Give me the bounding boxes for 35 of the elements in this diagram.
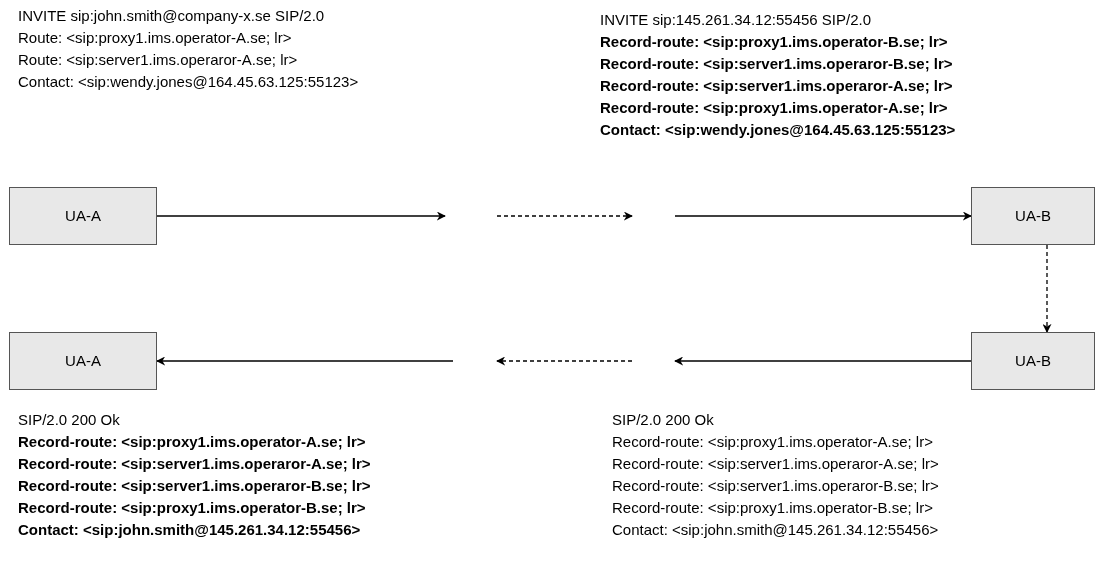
sip-header-line: Contact: <sip:wendy.jones@164.45.63.125:55123> [18, 72, 359, 92]
process-box [9, 187, 157, 245]
sip-header-line: Record-route: <sip:server1.ims.operaror-B.se; lr> [612, 476, 939, 496]
sip-header-line: Record-route: <sip:server1.ims.operaror-B.se; lr> [600, 54, 953, 74]
arrow [156, 211, 446, 221]
node-label: UA-B [1015, 205, 1051, 226]
sip-header-line: Contact: <sip:john.smith@145.261.34.12:55456> [18, 520, 361, 540]
process-box [9, 332, 157, 390]
sip-header-line: Contact: <sip:wendy.jones@164.45.63.125:55123> [600, 120, 956, 140]
sip-header-line: Contact: <sip:john.smith@145.261.34.12:55456> [612, 520, 939, 540]
node-label: UA-A [65, 350, 101, 371]
sip-header-line: SIP/2.0 200 Ok [18, 410, 120, 430]
arrow [674, 356, 972, 366]
sip-header-line: Record-route: <sip:server1.ims.operaror-A.se; lr> [18, 454, 371, 474]
arrow [156, 356, 454, 366]
sip-header-line: SIP/2.0 200 Ok [612, 410, 714, 430]
process-box [971, 332, 1095, 390]
process-box [971, 187, 1095, 245]
sip-header-line: Record-route: <sip:server1.ims.operaror-B.se; lr> [18, 476, 371, 496]
sip-header-line: INVITE sip:145.261.34.12:55456 SIP/2.0 [600, 10, 872, 30]
sip-header-line: Record-route: <sip:server1.ims.operaror-A.se; lr> [600, 76, 953, 96]
node-label: UA-B [1015, 350, 1051, 371]
sip-header-line: Record-route: <sip:server1.ims.operaror-A.se; lr> [612, 454, 939, 474]
sip-header-line: Record-route: <sip:proxy1.ims.operator-B.se; lr> [600, 32, 948, 52]
sip-header-line: Record-route: <sip:proxy1.ims.operator-B.se; lr> [612, 498, 933, 518]
sip-header-line: Route: <sip:server1.ims.operaror-A.se; lr> [18, 50, 298, 70]
sip-header-line: Route: <sip:proxy1.ims.operator-A.se; lr> [18, 28, 292, 48]
sip-header-line: Record-route: <sip:proxy1.ims.operator-B.se; lr> [18, 498, 366, 518]
sip-header-line: Record-route: <sip:proxy1.ims.operator-A.se; lr> [612, 432, 933, 452]
arrow [674, 211, 972, 221]
sip-header-line: Record-route: <sip:proxy1.ims.operator-A.se; lr> [18, 432, 366, 452]
node-label: UA-A [65, 205, 101, 226]
arrow [1042, 244, 1052, 333]
sip-header-line: Record-route: <sip:proxy1.ims.operator-A.se; lr> [600, 98, 948, 118]
sip-header-line: INVITE sip:john.smith@company-x.se SIP/2.0 [18, 6, 325, 26]
